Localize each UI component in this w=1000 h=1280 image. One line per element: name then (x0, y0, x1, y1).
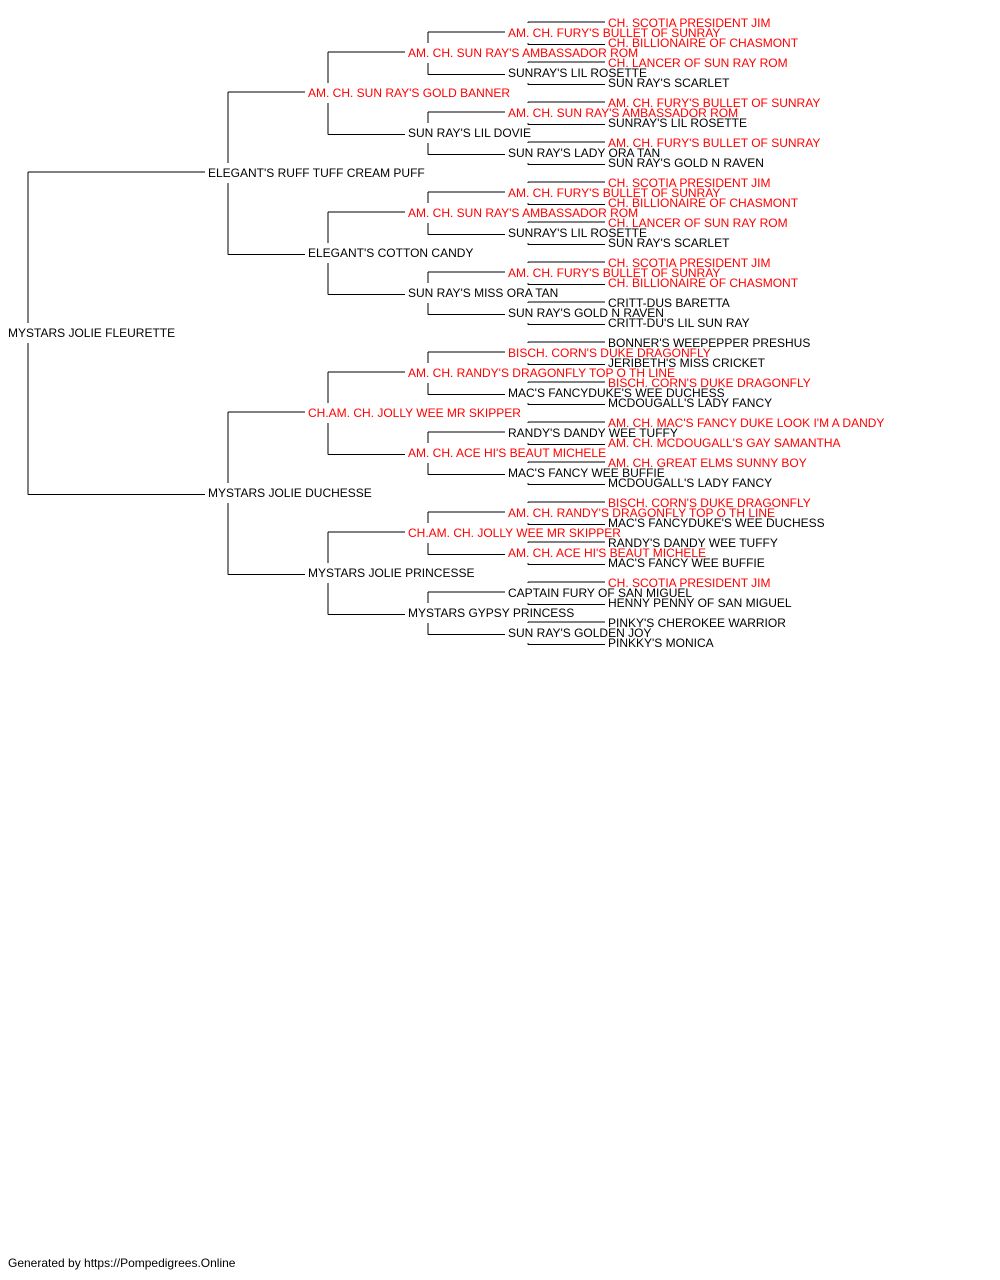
ancestor-name: CH. SCOTIA PRESIDENT JIM (608, 256, 770, 270)
ancestor-name: SUN RAY'S LIL DOVIE (408, 126, 531, 140)
ancestor-name: BISCH. CORN'S DUKE DRAGONFLY (608, 376, 811, 390)
ancestor-name: AM. CH. GREAT ELMS SUNNY BOY (608, 456, 807, 470)
ancestor-name: SUNRAY'S LIL ROSETTE (508, 226, 647, 240)
ancestor-name: MAC'S FANCY WEE BUFFIE (608, 556, 765, 570)
ancestor-name: AM. CH. FURY'S BULLET OF SUNRAY (608, 96, 820, 110)
ancestor-name: AM. CH. MAC'S FANCY DUKE LOOK I'M A DAND… (608, 416, 884, 430)
ancestor-name: AM. CH. FURY'S BULLET OF SUNRAY (508, 266, 720, 280)
ancestor-name: AM. CH. ACE HI'S BEAUT MICHELE (408, 446, 606, 460)
ancestor-name: CRITT-DU'S LIL SUN RAY (608, 316, 750, 330)
ancestor-name: SUN RAY'S MISS ORA TAN (408, 286, 558, 300)
ancestor-name: CH.AM. CH. JOLLY WEE MR SKIPPER (408, 526, 621, 540)
ancestor-name: MYSTARS GYPSY PRINCESS (408, 606, 574, 620)
ancestor-name: MCDOUGALL'S LADY FANCY (608, 476, 772, 490)
pedigree-connector-lines (27, 21, 605, 645)
ancestor-name: SUN RAY'S GOLD N RAVEN (508, 306, 664, 320)
ancestor-name: CH. SCOTIA PRESIDENT JIM (608, 176, 770, 190)
ancestor-name: SUN RAY'S GOLD N RAVEN (608, 156, 764, 170)
ancestor-name: AM. CH. FURY'S BULLET OF SUNRAY (608, 136, 820, 150)
ancestor-name: BISCH. CORN'S DUKE DRAGONFLY (608, 496, 811, 510)
ancestor-name: PINKY'S CHEROKEE WARRIOR (608, 616, 786, 630)
ancestor-name: RANDY'S DANDY WEE TUFFY (508, 426, 678, 440)
ancestor-name: MAC'S FANCYDUKE'S WEE DUCHESS (508, 386, 725, 400)
ancestor-name: SUN RAY'S SCARLET (608, 236, 730, 250)
ancestor-name: AM. CH. FURY'S BULLET OF SUNRAY (508, 186, 720, 200)
ancestor-name: CRITT-DUS BARETTA (608, 296, 730, 310)
ancestor-name: MAC'S FANCY WEE BUFFIE (508, 466, 665, 480)
ancestor-name: CH. SCOTIA PRESIDENT JIM (608, 16, 770, 30)
ancestor-name: AM. CH. MCDOUGALL'S GAY SAMANTHA (608, 436, 841, 450)
pedigree-labels: MYSTARS JOLIE FLEURETTE ELEGANT'S RUFF TU… (8, 16, 884, 650)
footer-credit: Generated by https://Pompedigrees.Online (8, 1256, 236, 1270)
ancestor-name: SUN RAY'S GOLDEN JOY (508, 626, 651, 640)
ancestor-name: CH. BILLIONAIRE OF CHASMONT (608, 276, 799, 290)
ancestor-name: CH. BILLIONAIRE OF CHASMONT (608, 196, 799, 210)
ancestor-name: SUN RAY'S LADY ORA TAN (508, 146, 660, 160)
ancestor-name: AM. CH. RANDY'S DRAGONFLY TOP O TH LINE (508, 506, 775, 520)
ancestor-name: SUNRAY'S LIL ROSETTE (508, 66, 647, 80)
ancestor-name: MAC'S FANCYDUKE'S WEE DUCHESS (608, 516, 825, 530)
ancestor-name: CH.AM. CH. JOLLY WEE MR SKIPPER (308, 406, 521, 420)
ancestor-name: PINKKY'S MONICA (608, 636, 714, 650)
ancestor-name: ELEGANT'S RUFF TUFF CREAM PUFF (208, 166, 425, 180)
subject-dog-name: MYSTARS JOLIE FLEURETTE (8, 326, 175, 340)
ancestor-name: AM. CH. ACE HI'S BEAUT MICHELE (508, 546, 706, 560)
ancestor-name: CH. LANCER OF SUN RAY ROM (608, 56, 788, 70)
ancestor-name: AM. CH. SUN RAY'S GOLD BANNER (308, 86, 510, 100)
ancestor-name: CH. BILLIONAIRE OF CHASMONT (608, 36, 799, 50)
ancestor-name: CH. LANCER OF SUN RAY ROM (608, 216, 788, 230)
ancestor-name: AM. CH. FURY'S BULLET OF SUNRAY (508, 26, 720, 40)
ancestor-name: HENNY PENNY OF SAN MIGUEL (608, 596, 792, 610)
ancestor-name: BONNER'S WEEPEPPER PRESHUS (608, 336, 810, 350)
ancestor-name: MCDOUGALL'S LADY FANCY (608, 396, 772, 410)
ancestor-name: CAPTAIN FURY OF SAN MIGUEL (508, 586, 692, 600)
ancestor-name: MYSTARS JOLIE PRINCESSE (308, 566, 474, 580)
ancestor-name: AM. CH. SUN RAY'S AMBASSADOR ROM (408, 206, 638, 220)
ancestor-name: AM. CH. RANDY'S DRAGONFLY TOP O TH LINE (408, 366, 675, 380)
ancestor-name: JERIBETH'S MISS CRICKET (608, 356, 766, 370)
ancestor-name: SUNRAY'S LIL ROSETTE (608, 116, 747, 130)
ancestor-name: AM. CH. SUN RAY'S AMBASSADOR ROM (508, 106, 738, 120)
ancestor-name: BISCH. CORN'S DUKE DRAGONFLY (508, 346, 711, 360)
ancestor-name: SUN RAY'S SCARLET (608, 76, 730, 90)
ancestor-name: MYSTARS JOLIE DUCHESSE (208, 486, 372, 500)
ancestor-name: AM. CH. SUN RAY'S AMBASSADOR ROM (408, 46, 638, 60)
ancestor-name: CH. SCOTIA PRESIDENT JIM (608, 576, 770, 590)
ancestor-name: RANDY'S DANDY WEE TUFFY (608, 536, 778, 550)
ancestor-name: ELEGANT'S COTTON CANDY (308, 246, 473, 260)
